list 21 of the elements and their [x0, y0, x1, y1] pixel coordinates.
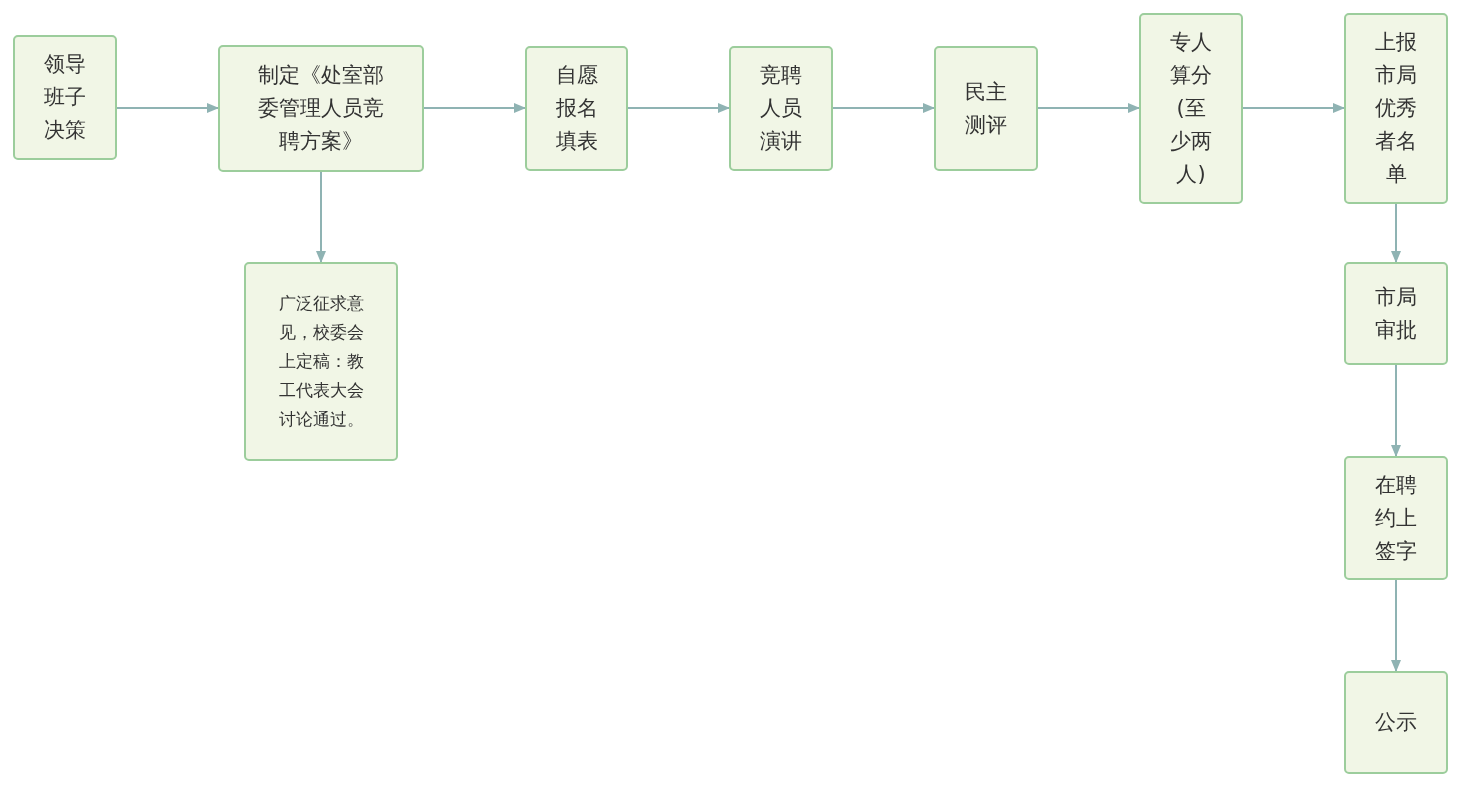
- process-box: 广泛征求意见，校委会上定稿：教工代表大会讨论通过。: [244, 262, 398, 461]
- arrow: [627, 103, 730, 113]
- arrow: [1391, 364, 1401, 457]
- arrow: [116, 103, 219, 113]
- arrow: [1242, 103, 1345, 113]
- process-box: 民主测评: [934, 46, 1038, 171]
- process-box: 专人算分(至少两人): [1139, 13, 1243, 204]
- process-box: 公示: [1344, 671, 1448, 774]
- arrow: [1037, 103, 1140, 113]
- process-box: 领导班子决策: [13, 35, 117, 160]
- arrow: [423, 103, 526, 113]
- arrow: [1391, 579, 1401, 672]
- process-box: 上报市局优秀者名单: [1344, 13, 1448, 204]
- process-box: 制定《处室部委管理人员竞聘方案》: [218, 45, 424, 172]
- arrow: [1391, 203, 1401, 263]
- process-box: 市局审批: [1344, 262, 1448, 365]
- arrow: [832, 103, 935, 113]
- arrow: [316, 171, 326, 263]
- process-box: 在聘约上签字: [1344, 456, 1448, 580]
- process-box: 自愿报名填表: [525, 46, 628, 171]
- process-box: 竞聘人员演讲: [729, 46, 833, 171]
